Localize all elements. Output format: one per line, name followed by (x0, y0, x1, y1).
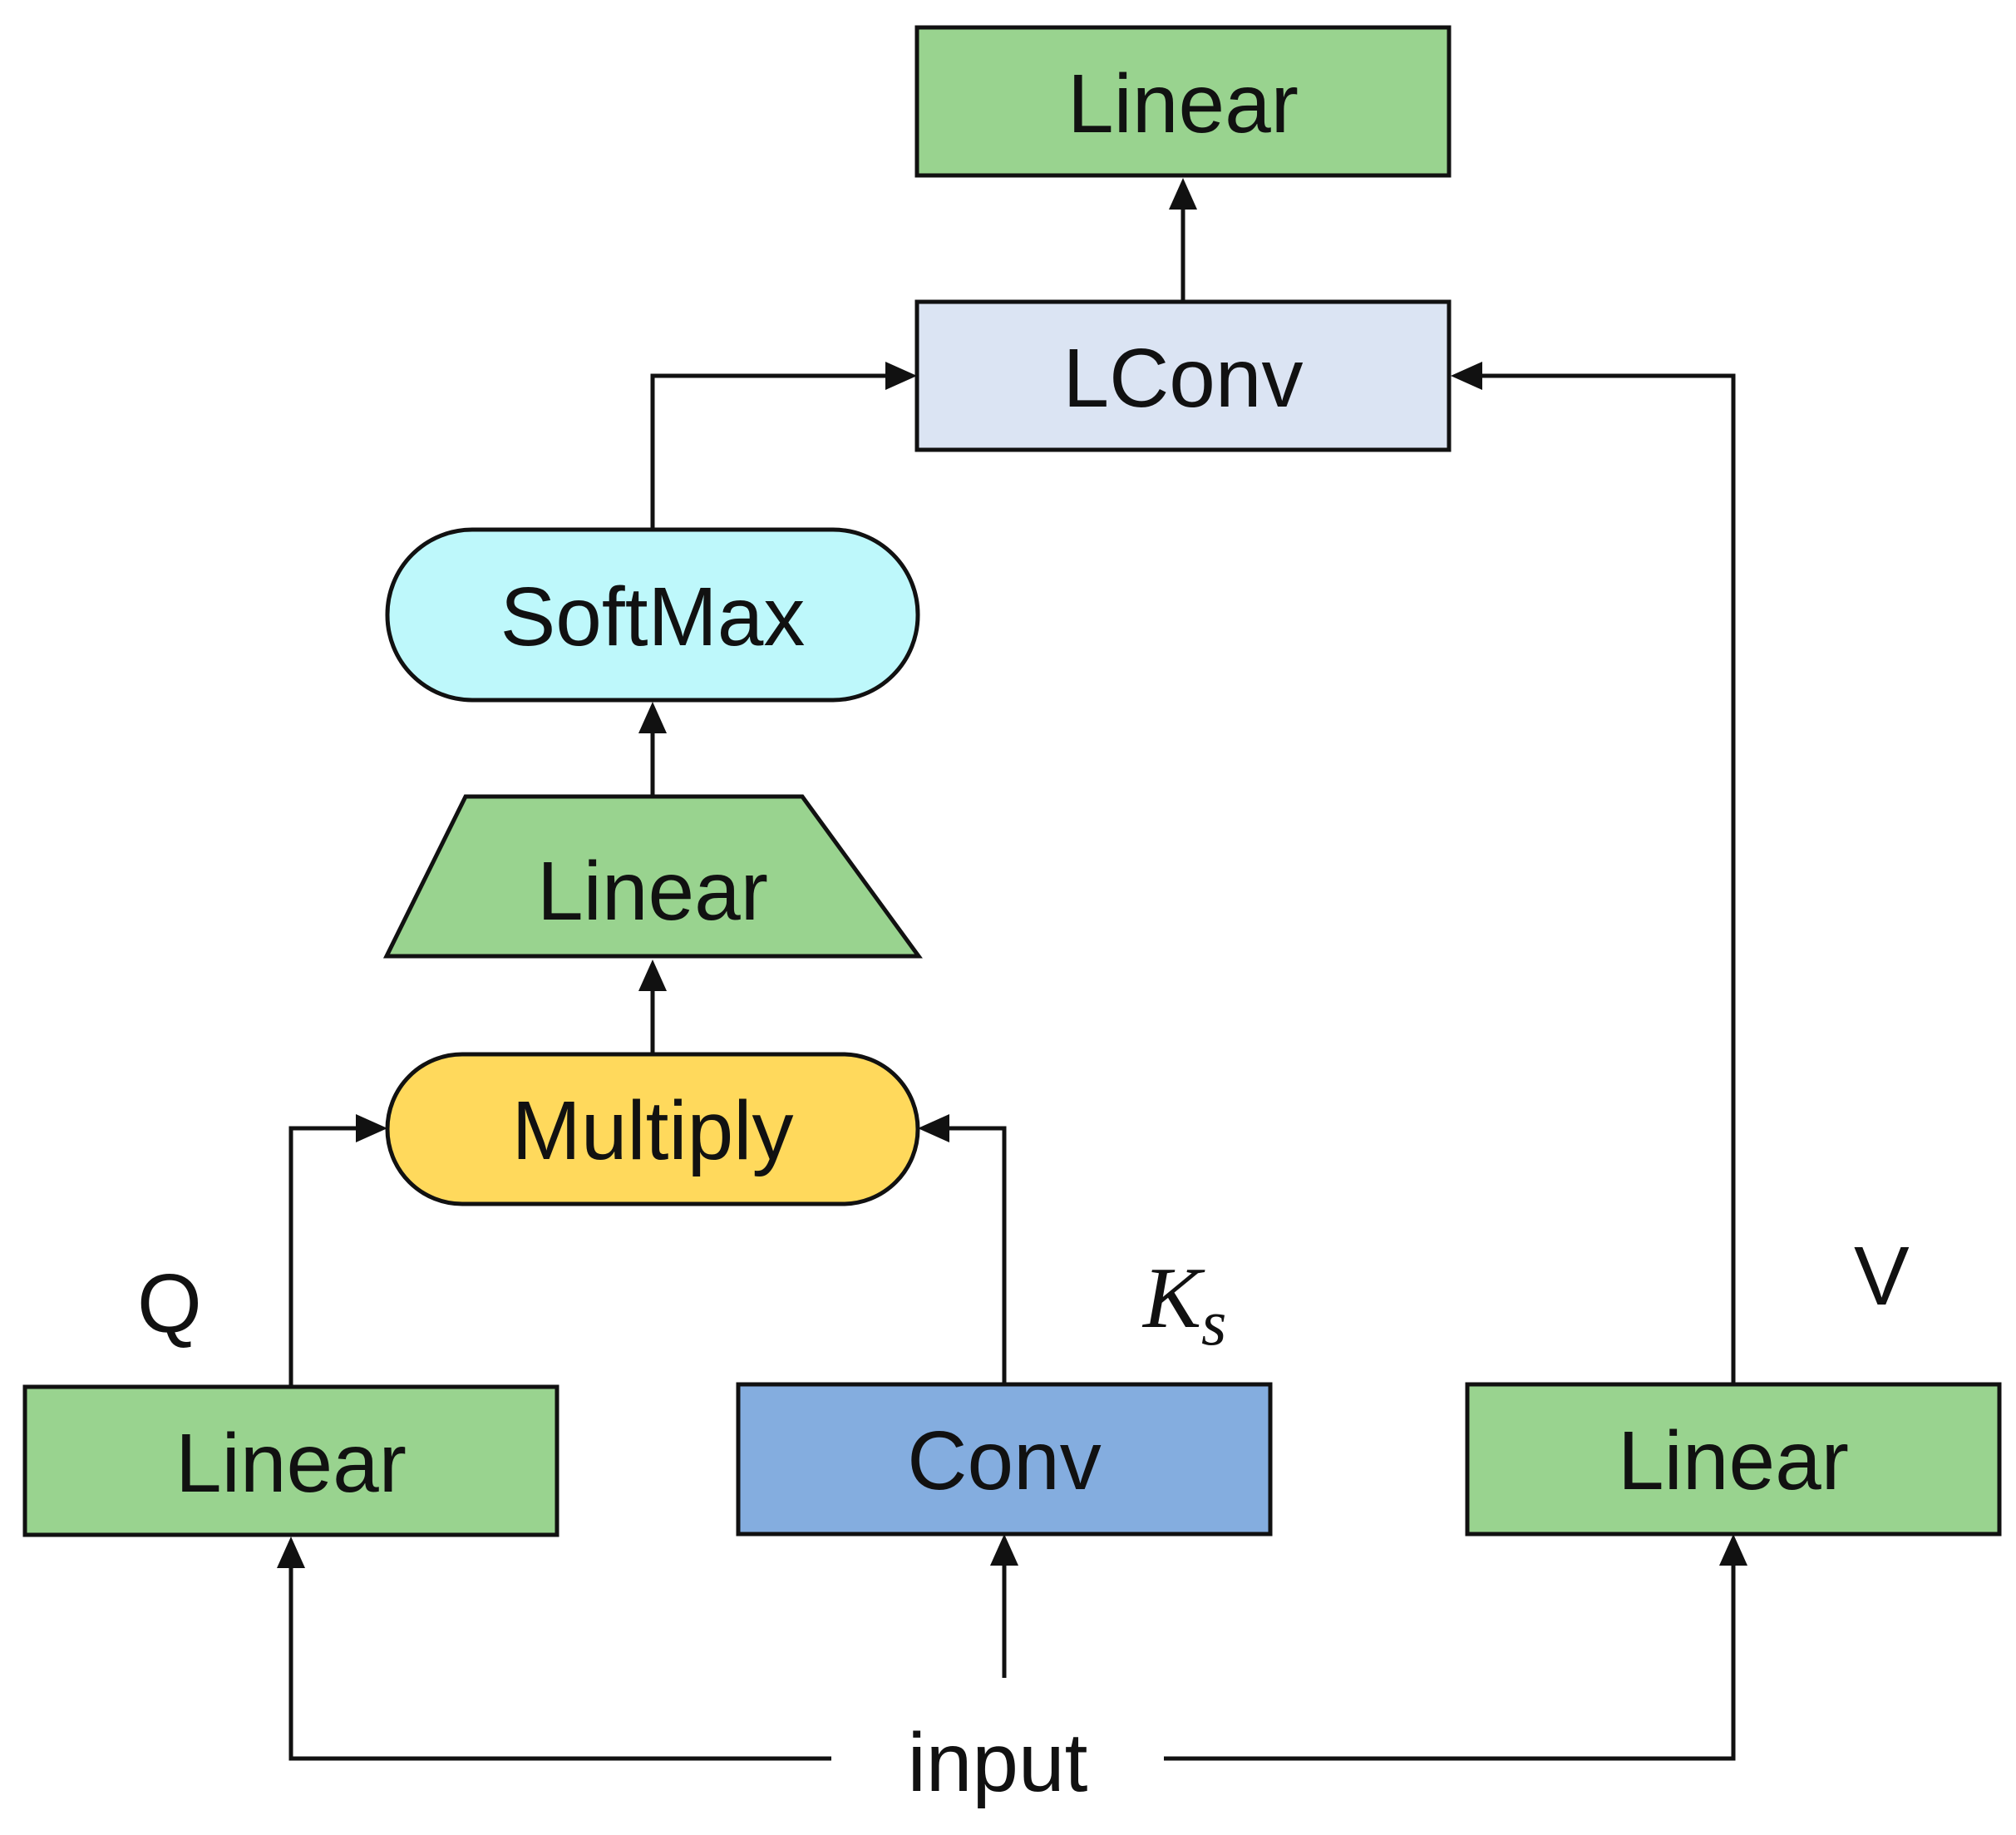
edge-linear-q-to-multiply (288, 1126, 357, 1387)
multiply-pill (385, 1052, 920, 1206)
linear-trapezoid-shape (382, 794, 923, 959)
arrowhead (918, 1114, 949, 1142)
lconv-label: LConv (1062, 332, 1303, 425)
edge-softmax-to-lconv (650, 373, 885, 528)
node-lconv: LConv (914, 299, 1452, 452)
edge-input-to-linear-q (288, 1563, 831, 1761)
node-softmax: SoftMax (385, 527, 920, 703)
linear-q-box (22, 1384, 559, 1537)
lconv-box (914, 299, 1452, 452)
arrowhead (1451, 362, 1482, 390)
arrowhead (1719, 1534, 1747, 1566)
ks-subscript: s (1201, 1286, 1226, 1359)
linear-top-box (914, 25, 1452, 178)
arrowhead (277, 1537, 305, 1568)
v-label: V (1854, 1230, 1910, 1323)
arrowhead (990, 1534, 1018, 1566)
edge-conv-to-multiply (948, 1126, 1007, 1384)
linear-v-label: Linear (1618, 1414, 1849, 1507)
linear-v-box (1465, 1382, 2002, 1537)
edge-linear-v-to-lconv (1480, 373, 1736, 1384)
softmax-label: SoftMax (500, 570, 806, 663)
node-linear-v: Linear (1465, 1382, 2002, 1537)
arrowhead (885, 362, 917, 390)
conv-box (736, 1382, 1273, 1537)
node-linear-top: Linear (914, 25, 1452, 178)
arrowhead (356, 1114, 387, 1142)
arrowhead (1169, 178, 1197, 210)
linear-trapezoid-label: Linear (537, 845, 768, 938)
multiply-label: Multiply (512, 1084, 794, 1177)
conv-label: Conv (907, 1414, 1101, 1507)
node-conv: Conv (736, 1382, 1273, 1537)
ks-main: K (1141, 1249, 1205, 1346)
linear-q-label: Linear (175, 1417, 407, 1510)
input-label: input (908, 1716, 1088, 1809)
edges (277, 178, 1747, 1761)
linear-top-label: Linear (1067, 57, 1299, 150)
softmax-pill (385, 527, 920, 703)
node-linear-trapezoid: Linear (382, 794, 923, 959)
edge-input-to-linear-v (1164, 1563, 1736, 1761)
ks-label: Ks (1141, 1249, 1226, 1359)
node-linear-q: Linear (22, 1384, 559, 1537)
arrowhead (638, 959, 667, 991)
node-multiply: Multiply (385, 1052, 920, 1206)
q-label: Q (137, 1257, 202, 1350)
arrowhead (638, 702, 667, 733)
